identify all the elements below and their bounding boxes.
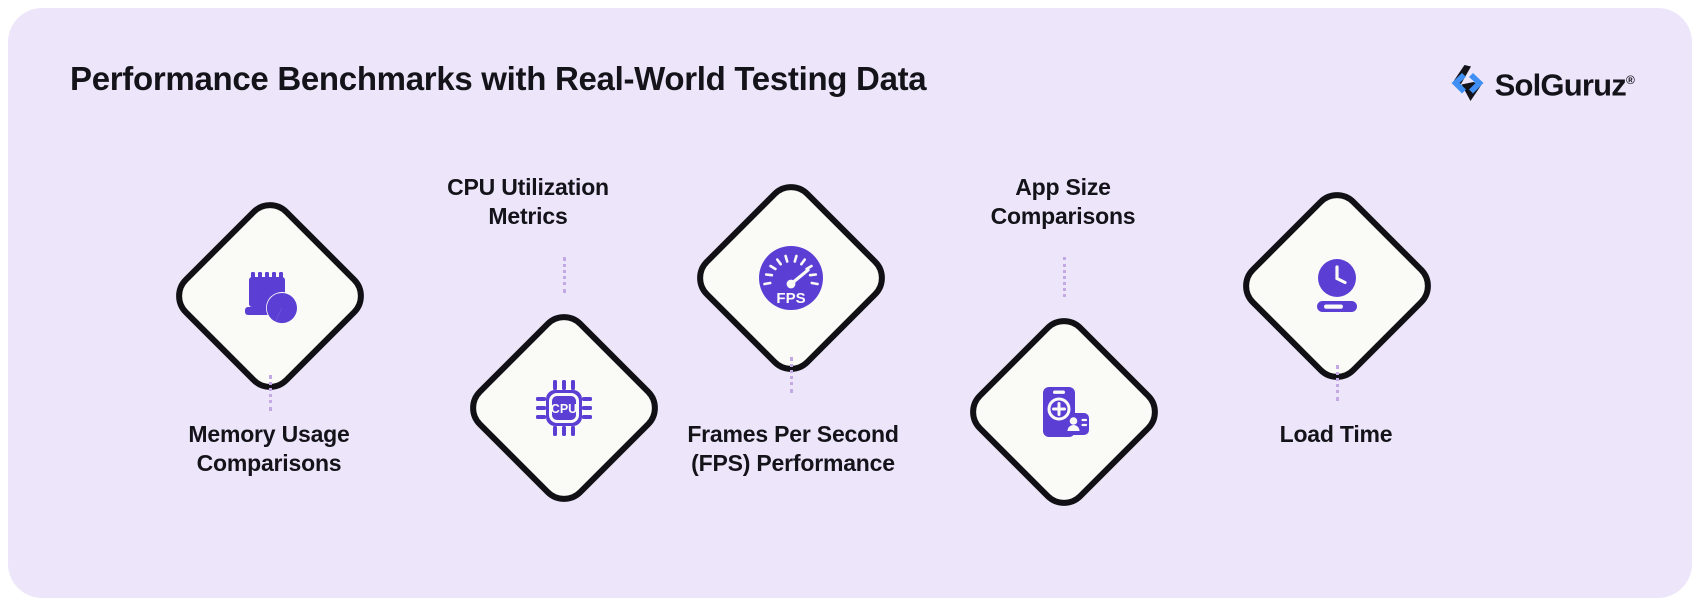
diamond-memory-usage[interactable]	[165, 191, 375, 401]
solguruz-chevron-logo-icon	[1451, 64, 1484, 101]
connector-line-memory-usage	[269, 375, 272, 411]
benchmark-label-cpu-utilization: CPU Utilization Metrics	[447, 174, 609, 230]
clock-load-time-icon	[1263, 212, 1411, 360]
svg-text:CPU: CPU	[551, 402, 577, 416]
logo-registered-mark: ®	[1625, 73, 1635, 87]
cpu-chip-icon: CPU	[490, 334, 638, 482]
logo-name: SolGuruz	[1494, 67, 1627, 103]
connector-line-frames-per-second	[790, 357, 793, 393]
diamond-cpu-utilization[interactable]: CPU	[459, 303, 669, 513]
svg-text:FPS: FPS	[776, 290, 805, 307]
connector-line-cpu-utilization	[563, 257, 566, 293]
benchmark-label-frames-per-second: Frames Per Second (FPS) Performance	[687, 421, 899, 477]
diamond-load-time[interactable]	[1232, 181, 1442, 391]
benchmark-label-app-size: App Size Comparisons	[990, 174, 1136, 230]
diamond-frames-per-second[interactable]: FPS	[686, 173, 896, 383]
fps-speedometer-gauge-icon: FPS	[717, 204, 865, 352]
benchmark-label-load-time: Load Time	[1279, 421, 1393, 447]
benchmark-label-memory-usage: Memory Usage Comparisons	[188, 421, 350, 477]
connector-line-load-time	[1336, 365, 1339, 401]
infographic-card: Performance Benchmarks with Real-World T…	[8, 8, 1692, 598]
logo-wordmark: SolGuruz®	[1494, 60, 1635, 105]
mobile-app-size-icon	[990, 338, 1138, 486]
diamond-app-size[interactable]	[959, 307, 1169, 517]
connector-line-app-size	[1063, 257, 1066, 297]
page-title: Performance Benchmarks with Real-World T…	[70, 60, 927, 97]
memory-card-pie-chart-icon	[196, 222, 344, 370]
brand-logo[interactable]: SolGuruz®	[1448, 60, 1635, 105]
